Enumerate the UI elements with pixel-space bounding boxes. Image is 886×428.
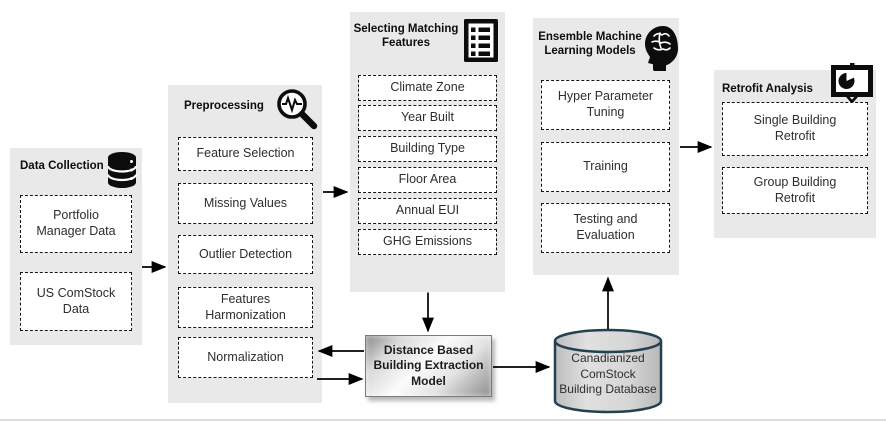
pulse-magnifier-icon: [277, 89, 318, 130]
box-features-harmonization: Features Harmonization: [178, 287, 313, 328]
box-training: Training: [541, 142, 670, 192]
node-distance-based-building-extraction-model: Distance Based Building Extraction Model: [365, 335, 492, 397]
box-portfolio-manager-data: Portfolio Manager Data: [20, 195, 132, 253]
box-testing-and-evaluation: Testing and Evaluation: [541, 203, 670, 253]
distance-node-label: Distance Based Building Extraction Model: [373, 342, 484, 388]
box-ghg-emissions: GHG Emissions: [358, 229, 497, 255]
box-normalization: Normalization: [178, 337, 313, 378]
panel-title-retrofit-analysis: Retrofit Analysis: [722, 83, 813, 95]
box-missing-values: Missing Values: [178, 183, 313, 224]
panel-selecting-matching-features: Selecting Matching Features Climate Zone…: [350, 12, 505, 292]
panel-data-collection: Data Collection Portfolio Manager Data U…: [10, 148, 142, 345]
database-icon: [106, 152, 138, 188]
panel-preprocessing: Preprocessing Feature Selection Missing …: [168, 85, 322, 403]
database-cylinder-shape: [553, 328, 663, 414]
box-us-comstock-data: US ComStock Data: [20, 272, 132, 331]
node-canadianized-comstock-building-database: Canadianized ComStock Building Database: [552, 327, 664, 415]
cylinder-label: Canadianized ComStock Building Database: [559, 351, 657, 397]
box-feature-selection: Feature Selection: [178, 137, 313, 171]
box-outlier-detection: Outlier Detection: [178, 235, 313, 274]
box-building-type: Building Type: [358, 136, 497, 162]
box-floor-area: Floor Area: [358, 167, 497, 193]
panel-title-ensemble-ml-models: Ensemble Machine Learning Models: [538, 31, 642, 58]
box-climate-zone: Climate Zone: [358, 75, 497, 101]
page-divider: [0, 419, 886, 421]
box-annual-eui: Annual EUI: [358, 198, 497, 224]
box-year-built: Year Built: [358, 105, 497, 131]
box-group-building-retrofit: Group Building Retrofit: [722, 167, 868, 214]
panel-retrofit-analysis: Retrofit Analysis Single Building Retrof…: [714, 63, 876, 238]
panel-title-preprocessing: Preprocessing: [184, 100, 264, 112]
box-hyper-parameter-tuning: Hyper Parameter Tuning: [541, 80, 670, 130]
head-brain-icon: [645, 26, 678, 71]
panel-ensemble-ml-models: Ensemble Machine Learning Models Hyper P…: [533, 18, 679, 275]
panel-title-selecting-matching-features: Selecting Matching Features: [353, 23, 459, 50]
panel-title-data-collection: Data Collection: [20, 160, 104, 172]
box-single-building-retrofit: Single Building Retrofit: [722, 102, 868, 156]
checklist-icon: [464, 19, 498, 62]
